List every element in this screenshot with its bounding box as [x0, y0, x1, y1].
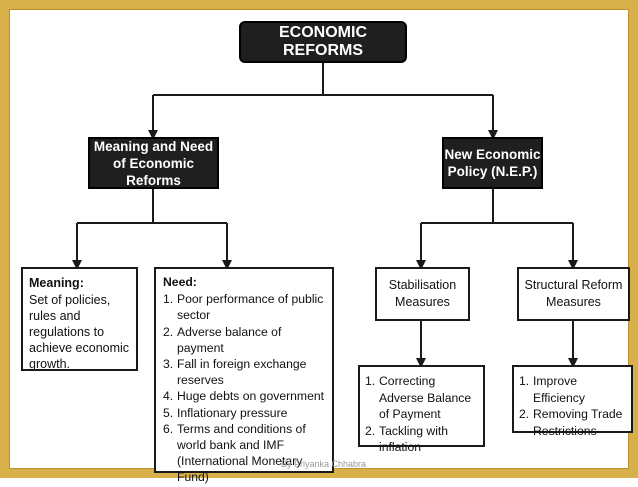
need-list: Poor performance of public sector Advers… — [163, 291, 325, 485]
list-item: Inflationary pressure — [163, 405, 288, 421]
list-item: Improve Efficiency — [519, 373, 585, 405]
node-structural-reform-measures: Structural Reform Measures — [517, 267, 630, 321]
list-item: Correcting Adverse Balance of Payment — [365, 373, 472, 421]
list-item: Fall in foreign exchange reserves — [163, 356, 307, 388]
list-item: Tackling with inflation — [365, 423, 449, 455]
stabilisation-items: Correcting Adverse Balance of Payment Ta… — [365, 373, 478, 456]
structural-items: Improve Efficiency Removing Trade Restri… — [519, 373, 626, 439]
node-meaning-and-need: Meaning and Need of Economic Reforms — [88, 137, 219, 189]
structural-label: Structural Reform Measures — [524, 278, 623, 309]
need-heading: Need: — [163, 275, 197, 289]
connector-lines — [72, 63, 578, 368]
meaning-need-label: Meaning and Need of Economic Reforms — [93, 138, 214, 188]
node-stabilisation-measures: Stabilisation Measures — [375, 267, 470, 321]
node-new-economic-policy: New Economic Policy (N.E.P.) — [442, 137, 543, 189]
list-item: Adverse balance of payment — [163, 324, 282, 355]
node-structural-list: Improve Efficiency Removing Trade Restri… — [512, 365, 633, 438]
root-title: ECONOMIC REFORMS — [279, 24, 367, 59]
list-item: Poor performance of public sector — [163, 291, 324, 323]
node-meaning: Meaning: Set of policies, rules and regu… — [21, 267, 138, 371]
nep-label: New Economic Policy (N.E.P.) — [444, 147, 541, 179]
author-watermark: By Priyanka Chhabra — [281, 459, 367, 469]
list-item: Removing Trade Restrictions — [519, 406, 623, 438]
meaning-heading: Meaning: — [29, 276, 84, 290]
meaning-text: Set of policies, rules and regulations t… — [29, 293, 130, 371]
list-item: Huge debts on government — [163, 388, 325, 404]
list-item: Terms and conditions of world bank and I… — [163, 421, 306, 485]
node-need: Need: Poor performance of public sector … — [154, 267, 334, 484]
node-stabilisation-list: Correcting Adverse Balance of Payment Ta… — [358, 365, 485, 454]
root-node-economic-reforms: ECONOMIC REFORMS — [239, 21, 407, 63]
stabilisation-label: Stabilisation Measures — [388, 278, 457, 309]
